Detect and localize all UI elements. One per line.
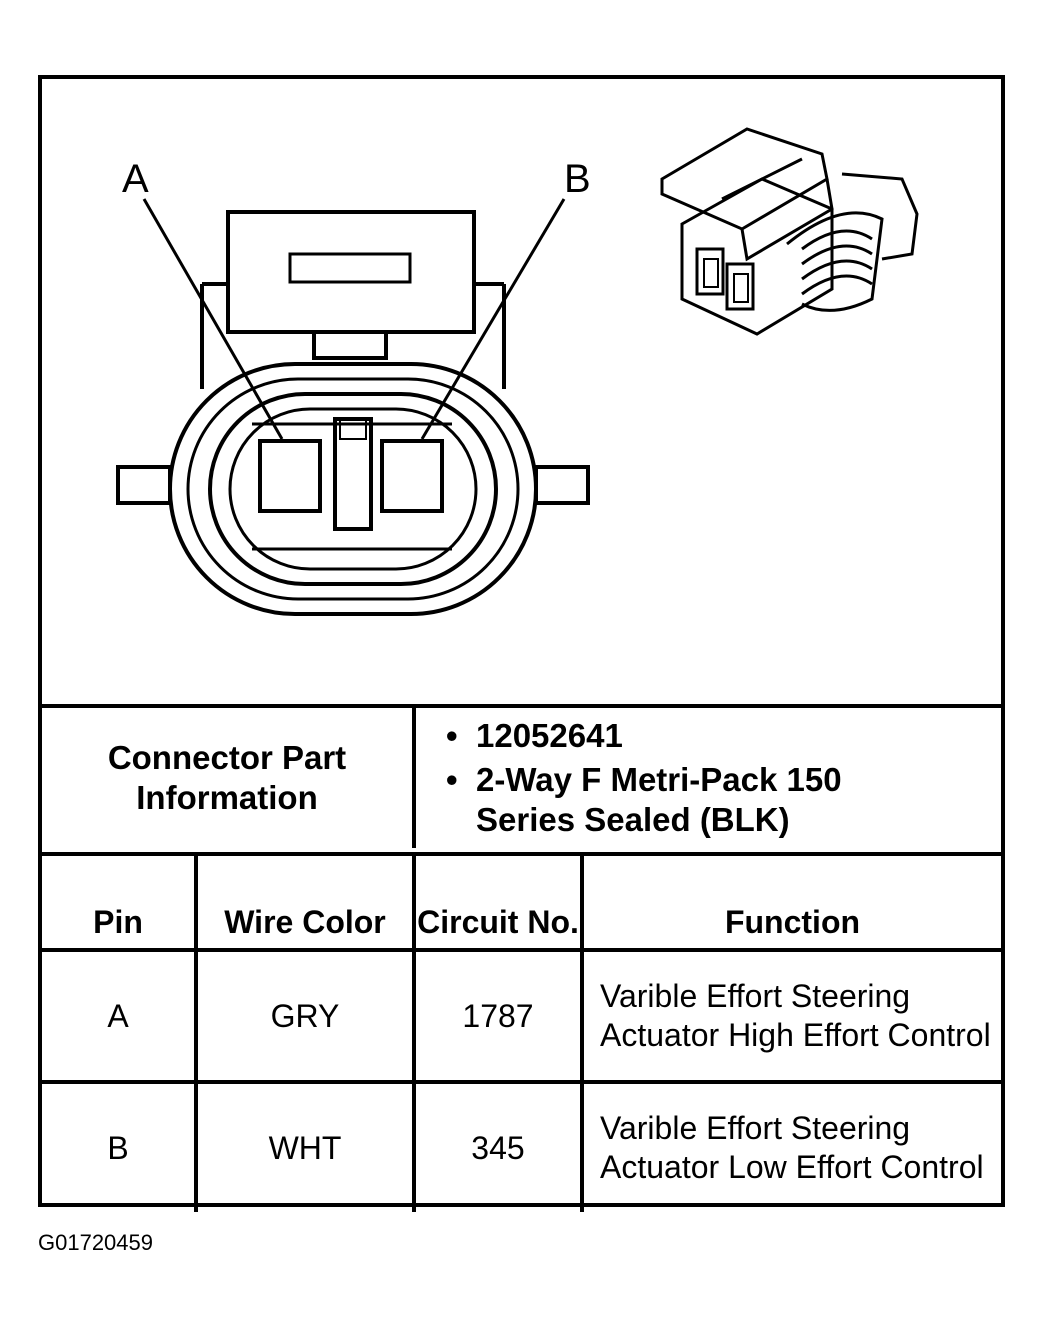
pinout-table: Pin Wire Color Circuit No. Function A GR… bbox=[42, 852, 1001, 1212]
circuit-header: Circuit No. bbox=[414, 852, 584, 952]
connector-part-info: Connector Part Information 12052641 2-Wa… bbox=[42, 704, 1001, 848]
function-cell: Varible Effort Steering Actuator Low Eff… bbox=[582, 1080, 1001, 1212]
pinout-header-row: Pin Wire Color Circuit No. Function bbox=[42, 852, 1001, 952]
function-cell: Varible Effort Steering Actuator High Ef… bbox=[582, 948, 1001, 1084]
part-number: 12052641 bbox=[446, 716, 1001, 756]
figure-id: G01720459 bbox=[38, 1230, 153, 1255]
table-row: A GRY 1787 Varible Effort Steering Actua… bbox=[42, 948, 1001, 1084]
pin-a-callout: A bbox=[122, 157, 149, 201]
pin-cell: A bbox=[42, 948, 198, 1084]
pin-cell: B bbox=[42, 1080, 198, 1212]
connector-face-drawing bbox=[116, 127, 919, 616]
pin-header: Pin bbox=[42, 852, 198, 952]
wire-color-cell: GRY bbox=[196, 948, 416, 1084]
circuit-cell: 345 bbox=[414, 1080, 584, 1212]
wire-color-header: Wire Color bbox=[196, 852, 416, 952]
circuit-cell: 1787 bbox=[414, 948, 584, 1084]
connector-diagram-frame: A B Connector Part Information 12052641 … bbox=[38, 75, 1005, 1212]
wire-color-cell: WHT bbox=[196, 1080, 416, 1212]
connector-part-info-label: Connector Part Information bbox=[42, 704, 416, 848]
connector-figure: A B bbox=[42, 79, 1001, 704]
table-row: B WHT 345 Varible Effort Steering Actuat… bbox=[42, 1080, 1001, 1212]
connector-type: 2-Way F Metri-Pack 150 Series Sealed (BL… bbox=[446, 760, 1001, 840]
pin-b-callout: B bbox=[564, 157, 591, 201]
connector-part-info-values: 12052641 2-Way F Metri-Pack 150 Series S… bbox=[414, 704, 1001, 848]
function-header: Function bbox=[582, 852, 1001, 952]
